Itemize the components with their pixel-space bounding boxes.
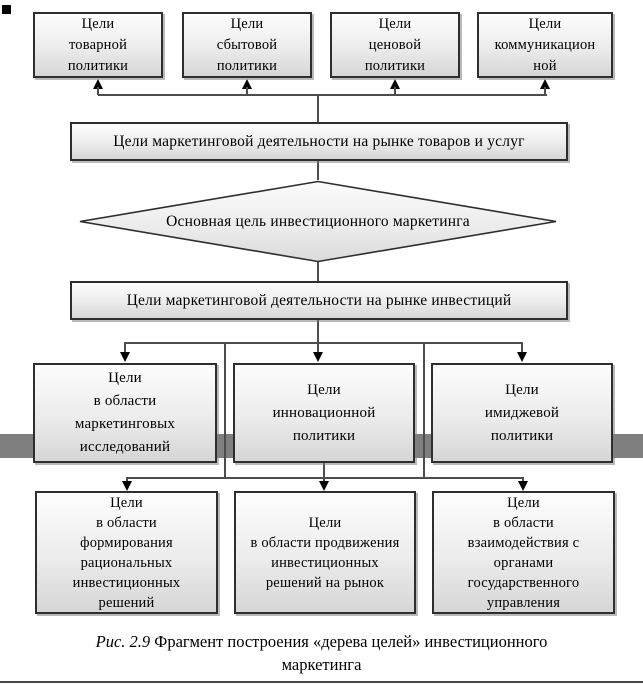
goal-box-price-policy: Цели ценовой политики: [330, 12, 460, 78]
goal-box-product-policy: Цели товарной политики: [33, 12, 163, 78]
connector-line: [246, 87, 248, 95]
figure-caption-text-line1: Фрагмент построения «дерева целей» инвес…: [150, 632, 548, 651]
connector-line: [124, 342, 523, 344]
corner-mark: [2, 5, 11, 14]
connector-line: [126, 477, 524, 479]
connector-line: [423, 342, 425, 479]
connector-line: [317, 262, 319, 281]
main-goal-diamond-label: Основная цель инвестиционного маркетинга: [166, 212, 470, 230]
connector-line: [323, 463, 325, 478]
connector-line: [224, 342, 226, 479]
connector-line: [522, 477, 524, 482]
arrow-down-icon: [120, 352, 130, 362]
goal-box-label: Цели в области формирования рациональных…: [72, 494, 181, 611]
goal-box-label: Цели товарной политики: [67, 15, 129, 74]
connector-line: [317, 95, 319, 122]
arrow-down-icon: [319, 481, 329, 491]
goal-box-promotion-investment-decisions: Цели в области продвижения инвестиционны…: [234, 491, 416, 614]
connector-line: [124, 342, 126, 353]
connector-line: [126, 477, 128, 482]
diamond-shape: [79, 180, 557, 263]
goal-box-marketing-research: Цели в области маркетинговых исследовани…: [33, 363, 217, 463]
main-goal-diamond: Основная цель инвестиционного маркетинга: [78, 180, 558, 263]
goal-box-label: Цели в области маркетинговых исследовани…: [74, 370, 176, 455]
goal-box-innovation-policy: Цели инновационной политики: [233, 363, 415, 463]
goal-box-label: Цели ценовой политики: [364, 15, 426, 74]
figure-caption: Рис. 2.9 Фрагмент построения «дерева цел…: [0, 630, 643, 676]
goal-box-label: Цели инновационной политики: [272, 381, 376, 444]
arrow-down-icon: [518, 481, 528, 491]
goal-box-communication-policy: Цели коммуникацион ной: [477, 12, 613, 78]
goal-box-label: Цели в области взаимодействия с органами…: [467, 494, 580, 611]
arrow-up-icon: [390, 79, 400, 89]
connector-line: [317, 342, 319, 353]
investment-market-goals-label: Цели маркетинговой деятельности на рынке…: [126, 292, 512, 309]
connector-line: [317, 320, 319, 343]
connector-line: [394, 87, 396, 95]
goal-box-label: Цели коммуникацион ной: [494, 15, 596, 74]
goal-box-label: Цели сбытовой политики: [216, 15, 278, 74]
goods-market-goals-box: Цели маркетинговой деятельности на рынке…: [70, 122, 568, 161]
arrow-up-icon: [93, 79, 103, 89]
investment-market-goals-box: Цели маркетинговой деятельности на рынке…: [70, 281, 568, 320]
goal-box-rational-investment-decisions: Цели в области формирования рациональных…: [35, 491, 218, 614]
connector-line: [521, 342, 523, 353]
figure-caption-number: Рис. 2.9: [95, 632, 151, 651]
connector-line: [323, 477, 325, 482]
arrow-up-icon: [242, 79, 252, 89]
arrow-down-icon: [517, 352, 527, 362]
connector-line: [317, 160, 319, 180]
figure-caption-text-line2: маркетинга: [281, 655, 362, 674]
goal-box-label: Цели в области продвижения инвестиционны…: [250, 514, 400, 591]
connector-line: [544, 87, 546, 95]
goal-box-image-policy: Цели имиджевой политики: [431, 363, 613, 463]
arrow-down-icon: [122, 481, 132, 491]
arrow-down-icon: [313, 352, 323, 362]
goal-box-government-interaction: Цели в области взаимодействия с органами…: [432, 491, 615, 614]
goods-market-goals-label: Цели маркетинговой деятельности на рынке…: [113, 133, 525, 150]
connector-line: [98, 94, 547, 96]
goal-box-label: Цели имиджевой политики: [484, 381, 560, 444]
connector-line: [97, 87, 99, 95]
page-bottom-rule: [0, 681, 643, 683]
goal-box-sales-policy: Цели сбытовой политики: [182, 12, 312, 78]
arrow-up-icon: [540, 79, 550, 89]
